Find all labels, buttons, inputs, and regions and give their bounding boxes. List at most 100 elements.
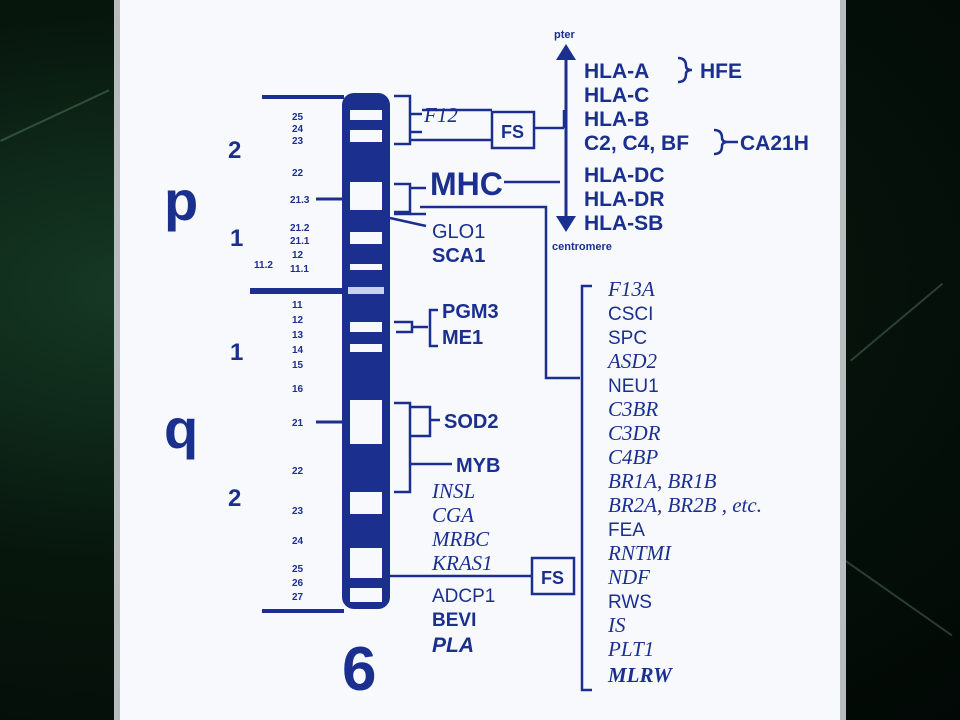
chromosome-6-diagram: p q 2 1 1 2 11.2 6 25 24 23 22 21.3 21.2… xyxy=(120,0,840,720)
mhc-label: MHC xyxy=(430,166,503,202)
bracket-hfe xyxy=(677,56,693,84)
band-label: 21.1 xyxy=(290,236,310,247)
list-item: C4BP xyxy=(608,445,658,469)
diagram-canvas: p q 2 1 1 2 11.2 6 25 24 23 22 21.3 21.2… xyxy=(164,29,809,704)
list-item: BR2A, BR2B , etc. xyxy=(608,493,762,517)
list-item: SPC xyxy=(608,328,647,349)
region-label: 1 xyxy=(230,339,243,366)
list-item: NEU1 xyxy=(608,376,659,397)
region-label: 1 xyxy=(230,225,243,252)
fs-label-bottom: FS xyxy=(541,568,564,588)
gene-sca1: SCA1 xyxy=(432,245,485,267)
band-label: 26 xyxy=(292,578,304,589)
centromere-band xyxy=(348,287,384,294)
gene-hla-sb: HLA-SB xyxy=(584,212,663,235)
bracket-unmapped-list xyxy=(580,284,592,692)
route-to-list xyxy=(420,205,580,380)
band-white xyxy=(350,130,382,142)
fs-box-top xyxy=(490,110,536,150)
fs-box-bottom xyxy=(530,556,576,596)
background-streak xyxy=(844,560,953,637)
chromosome-number: 6 xyxy=(342,635,376,704)
band-label: 25 xyxy=(292,564,304,575)
gene-adcp1: ADCP1 xyxy=(432,586,495,607)
list-item: RWS xyxy=(608,592,652,613)
gene-f12: F12 xyxy=(423,103,458,127)
gene-pgm3: PGM3 xyxy=(442,301,499,323)
background-streak xyxy=(0,89,110,142)
gene-myb: MYB xyxy=(456,455,500,477)
connector-lines xyxy=(386,94,592,692)
band-label: 16 xyxy=(292,384,304,395)
gene-hla-a: HLA-A xyxy=(584,60,649,83)
gene-cga: CGA xyxy=(432,503,474,527)
band-label: 23 xyxy=(292,136,304,147)
gene-hla-dr: HLA-DR xyxy=(584,188,664,211)
band-white xyxy=(350,400,382,444)
list-item: C3DR xyxy=(608,421,661,445)
background-streak xyxy=(850,282,944,362)
band-white xyxy=(350,232,382,244)
band-white xyxy=(350,588,382,602)
band-label: 27 xyxy=(292,592,304,603)
centromere-label: centromere xyxy=(552,241,612,253)
gene-hla-c: HLA-C xyxy=(584,84,649,107)
list-item: FEA xyxy=(608,520,645,541)
list-item: ASD2 xyxy=(606,349,657,373)
gene-complement: C2, C4, BF xyxy=(584,132,689,155)
band-white xyxy=(350,344,382,352)
bracket-f12 xyxy=(394,94,412,146)
bracket-mhc xyxy=(394,182,412,216)
list-item: CSCI xyxy=(608,304,653,325)
gene-ca21h: CA21H xyxy=(740,132,809,155)
band-white xyxy=(350,548,382,578)
band-label: 15 xyxy=(292,360,304,371)
band-label: 22 xyxy=(292,168,304,179)
region-label: 2 xyxy=(228,485,241,512)
band-label: 24 xyxy=(292,124,304,135)
gene-glo1: GLO1 xyxy=(432,221,485,243)
band-white xyxy=(350,322,382,332)
list-item: NDF xyxy=(607,565,650,589)
chromosome-6 xyxy=(342,93,390,609)
band-white xyxy=(350,492,382,514)
gene-hla-b: HLA-B xyxy=(584,108,649,131)
bracket-pgm3 xyxy=(394,320,414,334)
band-white xyxy=(350,182,382,210)
gene-bevi: BEVI xyxy=(432,610,476,631)
band-labels: 25 24 23 22 21.3 21.2 21.1 12 11.1 11 12… xyxy=(290,112,310,603)
list-item: BR1A, BR1B xyxy=(608,469,717,493)
list-item: F13A xyxy=(607,277,655,301)
gene-kras1: KRAS1 xyxy=(431,551,493,575)
bracket-pgm3-me1 xyxy=(428,308,438,348)
fs-label-top: FS xyxy=(501,122,524,142)
bracket-ca21h xyxy=(713,128,729,156)
band-label: 24 xyxy=(292,536,304,547)
arrow-down-icon xyxy=(556,216,576,232)
band-label: 21 xyxy=(292,418,304,429)
gene-hfe: HFE xyxy=(700,60,742,83)
region-label: 2 xyxy=(228,137,241,164)
band-white xyxy=(350,110,382,120)
band-label: 21.2 xyxy=(290,223,310,234)
band-label: 12 xyxy=(292,250,304,261)
arm-label-p: p xyxy=(164,169,198,232)
gene-insl: INSL xyxy=(431,479,475,503)
band-label-left: 11.2 xyxy=(254,260,273,271)
band-label: 13 xyxy=(292,330,304,341)
gene-me1: ME1 xyxy=(442,327,483,349)
gene-pla: PLA xyxy=(432,634,474,657)
slide-frame-left xyxy=(114,0,120,720)
arm-label-q: q xyxy=(164,397,198,460)
pter-label: pter xyxy=(554,29,576,41)
band-label: 21.3 xyxy=(290,195,310,206)
band-label: 11 xyxy=(292,300,303,311)
band-label: 12 xyxy=(292,315,304,326)
slide-frame-right xyxy=(840,0,846,720)
gene-hla-dc: HLA-DC xyxy=(584,164,664,187)
list-item: C3BR xyxy=(608,397,658,421)
bracket-sod2 xyxy=(410,405,432,438)
band-label: 25 xyxy=(292,112,304,123)
list-item: RNTMI xyxy=(607,541,672,565)
unmapped-gene-list: F13A CSCI SPC ASD2 NEU1 C3BR C3DR C4BP B… xyxy=(606,277,762,687)
